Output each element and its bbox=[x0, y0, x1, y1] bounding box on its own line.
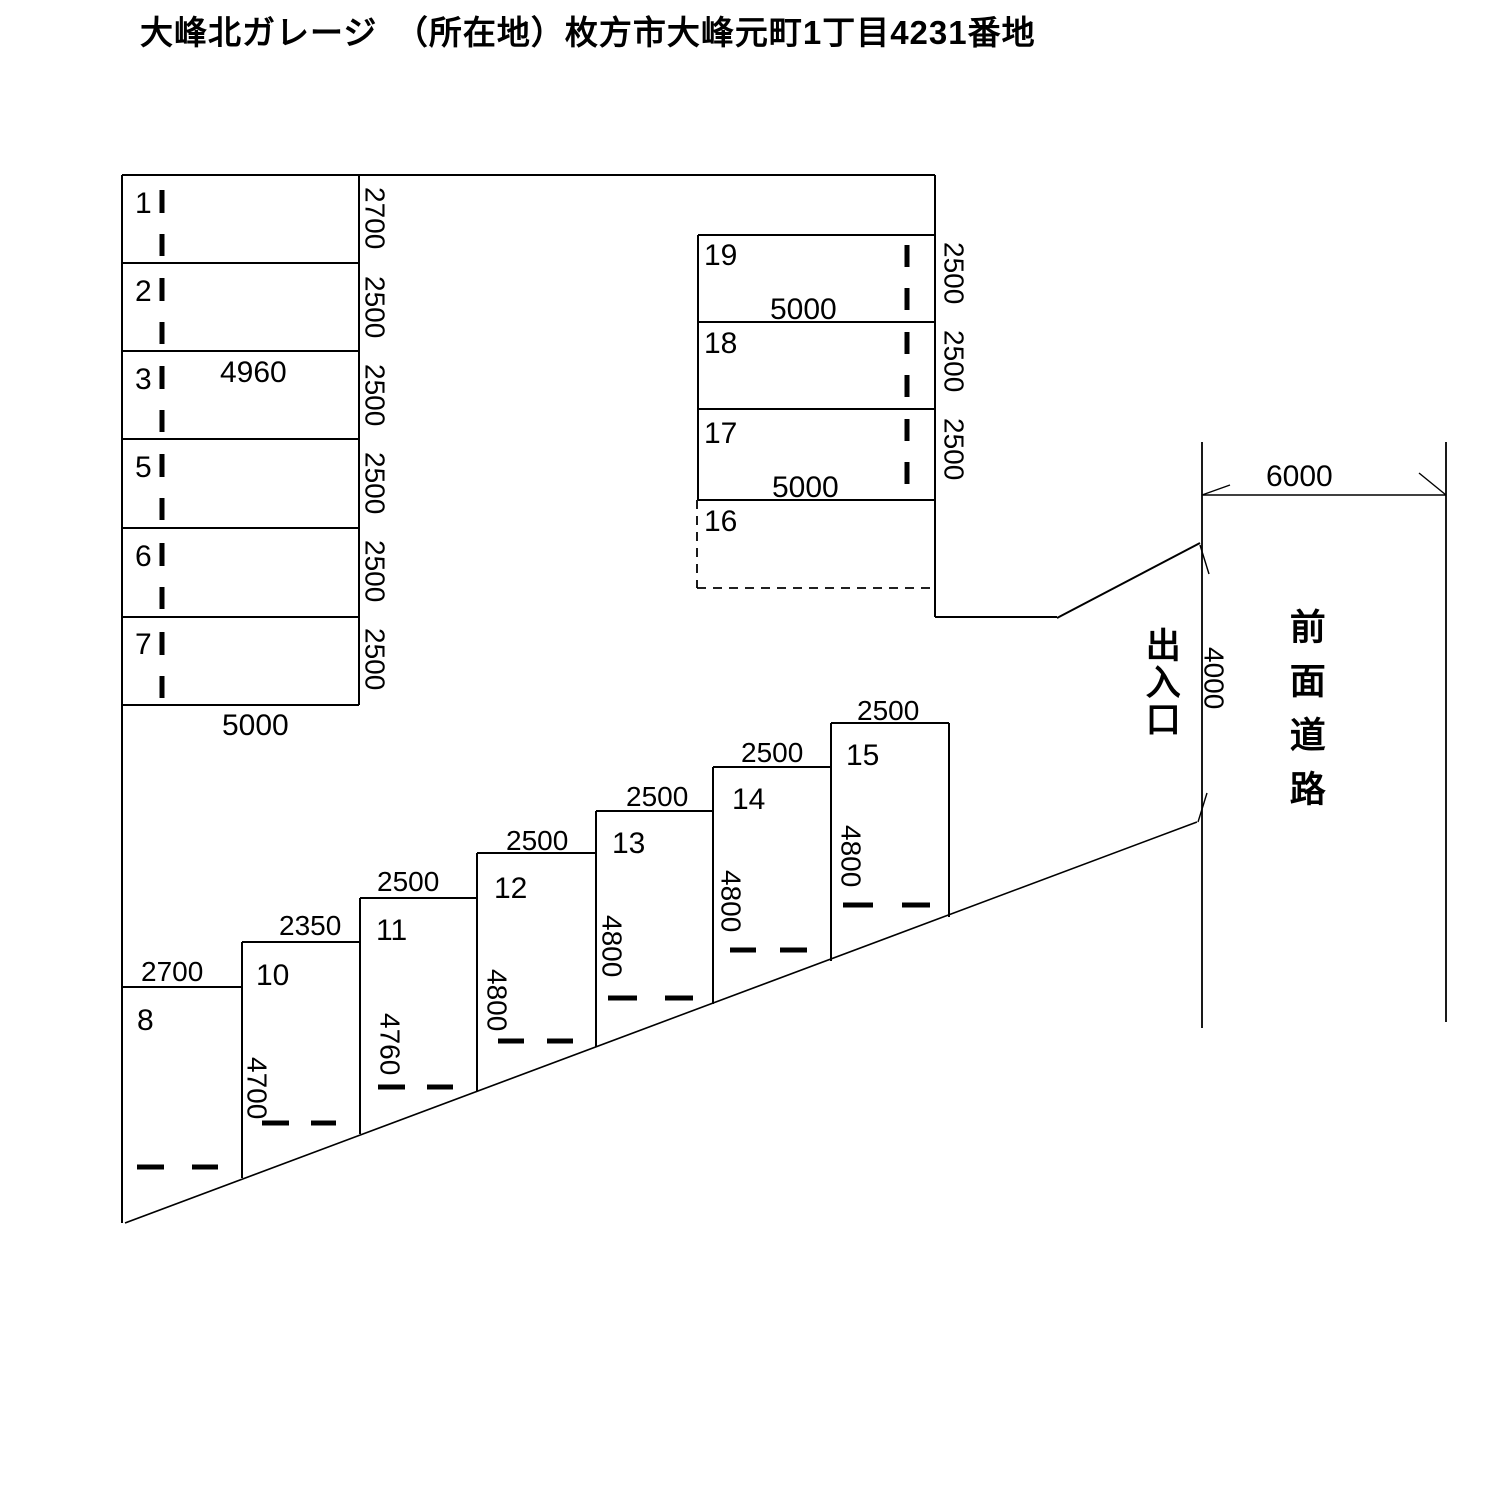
stall-number-2: 2 bbox=[135, 275, 152, 308]
left-column-stall-lines bbox=[122, 175, 360, 706]
stall-number-8: 8 bbox=[137, 1004, 154, 1037]
dim-left-1: 2700 bbox=[359, 187, 391, 250]
stall-number-19: 19 bbox=[704, 239, 738, 272]
dim-left-depth: 4960 bbox=[220, 356, 287, 389]
dim-left-2: 2500 bbox=[359, 276, 391, 339]
dim-upper-18: 2500 bbox=[938, 330, 970, 393]
dim-bottom-width-15: 2500 bbox=[857, 695, 920, 726]
dim-bottom-width-12: 2500 bbox=[506, 825, 569, 856]
dim-bottom-depth-15: 4800 bbox=[835, 825, 867, 888]
dim-left-5: 2500 bbox=[359, 452, 391, 515]
stall-number-17: 17 bbox=[704, 417, 738, 450]
dim-bottom-depth-12: 4800 bbox=[481, 969, 513, 1032]
dim-bottom-depth-13: 4800 bbox=[596, 915, 628, 978]
dim-left-6: 2500 bbox=[359, 540, 391, 603]
dim-bottom-depth-11: 4760 bbox=[374, 1013, 406, 1076]
bottom-row-divider-dashes bbox=[137, 902, 930, 1170]
stall-number-13: 13 bbox=[612, 827, 646, 860]
dim-bottom-depth-14: 4800 bbox=[715, 870, 747, 933]
dim-upper-17: 2500 bbox=[938, 418, 970, 481]
stall-number-12: 12 bbox=[494, 872, 528, 905]
road-edge-lines bbox=[1201, 442, 1447, 1028]
dim-left-width: 5000 bbox=[222, 709, 289, 742]
page-title: 大峰北ガレージ （所在地）枚方市大峰元町1丁目4231番地 bbox=[140, 14, 1036, 51]
dim-bottom-depth-10: 4700 bbox=[241, 1057, 273, 1120]
outer-boundary-lines bbox=[121, 174, 1201, 1223]
stall-number-3: 3 bbox=[135, 363, 152, 396]
slope-boundary-line bbox=[124, 821, 1198, 1224]
stall-number-10: 10 bbox=[256, 959, 290, 992]
bottom-row-stall-lines bbox=[123, 722, 950, 1178]
dim-entrance-width: 4000 bbox=[1198, 647, 1230, 710]
stall-number-11: 11 bbox=[376, 914, 408, 947]
dim-upper-width-top: 5000 bbox=[770, 293, 837, 326]
upper-block-stall-lines bbox=[697, 234, 935, 501]
stall-number-6: 6 bbox=[135, 540, 152, 573]
stall16-dashed-outline bbox=[696, 500, 933, 589]
dim-upper-19: 2500 bbox=[938, 242, 970, 305]
dim-left-7: 2500 bbox=[359, 628, 391, 691]
stall-number-16: 16 bbox=[704, 505, 738, 538]
entrance-label: 出入口 bbox=[1140, 627, 1180, 738]
dim-bottom-width-14: 2500 bbox=[741, 737, 804, 768]
dim-left-3: 2500 bbox=[359, 364, 391, 427]
stall-number-18: 18 bbox=[704, 327, 738, 360]
dim-upper-width-bottom: 5000 bbox=[772, 471, 839, 504]
dimension-lines bbox=[1197, 472, 1447, 823]
stall-number-1: 1 bbox=[135, 187, 152, 220]
stall-number-7: 7 bbox=[135, 628, 152, 661]
front-road-label: 前面道路 bbox=[1284, 608, 1326, 824]
dim-bottom-width-8: 2700 bbox=[141, 956, 204, 987]
stall-number-5: 5 bbox=[135, 451, 152, 484]
dim-bottom-width-11: 2500 bbox=[377, 866, 440, 897]
stall-number-15: 15 bbox=[846, 739, 880, 772]
dim-bottom-width-13: 2500 bbox=[626, 781, 689, 812]
dim-road-width: 6000 bbox=[1266, 460, 1333, 493]
dim-bottom-width-10: 2350 bbox=[279, 910, 342, 941]
stall-number-14: 14 bbox=[732, 783, 766, 816]
